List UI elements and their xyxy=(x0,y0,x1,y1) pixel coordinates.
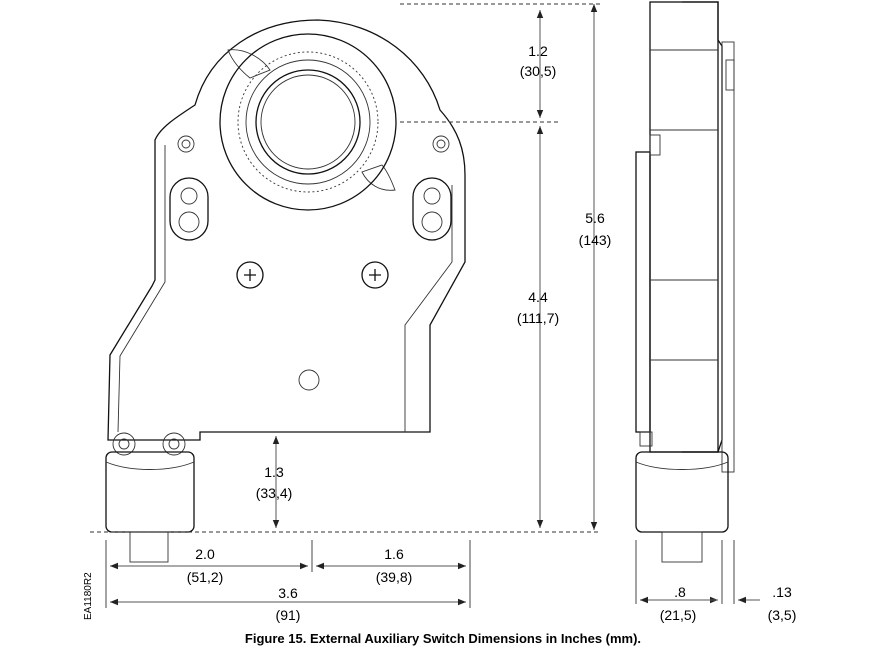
front-connector-band xyxy=(105,461,195,470)
dim-side-depth-in: .8 xyxy=(674,584,686,600)
side-main-body xyxy=(649,1,719,453)
dim-overall-height-mm: (143) xyxy=(579,232,612,248)
dim-side-flange-mm: (3,5) xyxy=(768,607,797,623)
front-body-inner-outline xyxy=(117,145,453,433)
dim-bottom-height-in: 1.3 xyxy=(264,464,284,480)
rotor-inner-ring xyxy=(245,59,371,185)
dim-top-height-mm: (30,5) xyxy=(520,63,557,79)
side-connector-band xyxy=(635,461,729,470)
center-hole xyxy=(298,369,320,391)
dim-right-width-mm: (39,8) xyxy=(376,569,413,585)
side-view xyxy=(635,1,735,563)
rotor-bore-inner xyxy=(260,74,356,170)
side-upper-tab xyxy=(649,134,661,156)
rotor-bead-ring xyxy=(237,51,379,193)
upper-right-screw xyxy=(432,135,450,153)
right-mount-slot xyxy=(412,177,452,241)
drawing-id: EA1180R2 xyxy=(83,572,94,620)
side-flange-clip xyxy=(725,59,735,91)
upper-left-screw xyxy=(177,135,195,153)
side-lower-tab xyxy=(639,431,653,447)
side-connector xyxy=(635,451,729,533)
side-plate-outline xyxy=(682,1,723,453)
dim-mid-height-in: 4.4 xyxy=(528,289,548,305)
dim-overall-height-in: 5.6 xyxy=(585,210,605,226)
dim-right-width-in: 1.6 xyxy=(384,546,404,562)
dim-overall-width-in: 3.6 xyxy=(278,585,298,601)
bottom-center-screw xyxy=(162,432,186,456)
figure-caption: Figure 15. External Auxiliary Switch Dim… xyxy=(244,631,642,646)
side-flange xyxy=(721,41,735,473)
bottom-left-screw xyxy=(112,432,136,456)
side-dimensions: .8 (21,5) .13 (3,5) xyxy=(635,540,797,623)
dim-overall-width-mm: (91) xyxy=(276,607,301,623)
front-top-clip xyxy=(227,49,271,79)
dim-left-width-mm: (51,2) xyxy=(187,569,224,585)
left-mount-slot xyxy=(169,177,209,241)
rotor-bore xyxy=(255,69,361,175)
dim-side-flange-in: .13 xyxy=(772,584,792,600)
dim-top-height-in: 1.2 xyxy=(528,43,548,59)
front-connector xyxy=(105,451,195,533)
right-phillips-screw xyxy=(361,261,389,289)
dim-bottom-height-mm: (33,4) xyxy=(256,485,293,501)
front-body-outline xyxy=(107,19,466,441)
rotor-outer-ring xyxy=(219,33,397,211)
front-dimensions: 1.2 (30,5) 5.6 (143) 4.4 (111,7) 1.3 (33… xyxy=(90,3,612,623)
dim-mid-height-mm: (111,7) xyxy=(517,310,559,326)
front-cable xyxy=(129,531,169,563)
dim-side-depth-mm: (21,5) xyxy=(660,607,697,623)
side-cable xyxy=(661,531,703,563)
front-view xyxy=(105,19,466,563)
left-phillips-screw xyxy=(236,261,264,289)
side-back-step xyxy=(635,151,651,433)
front-bottom-clip xyxy=(361,164,396,191)
dim-left-width-in: 2.0 xyxy=(195,546,215,562)
